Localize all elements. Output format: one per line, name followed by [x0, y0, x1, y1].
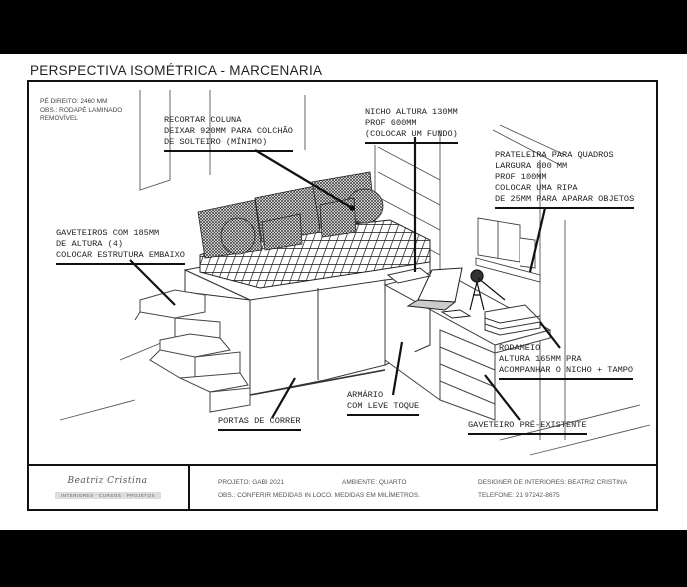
logo-tagline: INTERIORES · CURSOS · PROJETOS — [55, 492, 161, 499]
callout-recortar-coluna: RECORTAR COLUNA DEIXAR 920MM PARA COLCHÃ… — [164, 115, 293, 152]
note-baseboard: OBS.: RODAPÉ LAMINADO — [40, 106, 123, 114]
callout-prateleira: PRATELEIRA PARA QUADROS LARGURA 800 MM P… — [495, 150, 635, 209]
callout-nicho: NICHO ALTURA 130MM PROF 600MM (COLOCAR U… — [365, 107, 458, 144]
callout-line: DE 25MM PARA APARAR OBJETOS — [495, 194, 635, 204]
page-title: PERSPECTIVA ISOMÉTRICA - MARCENARIA — [30, 63, 323, 78]
callout-line: ALTURA 165MM PRA — [499, 354, 582, 364]
callout-line: NICHO ALTURA 130MM — [365, 107, 458, 117]
callout-line: COLOCAR ESTRUTURA EMBAIXO — [56, 250, 185, 260]
callout-line: PROF 600MM — [365, 118, 417, 128]
title-block: Beatriz Cristina INTERIORES · CURSOS · P… — [27, 464, 658, 511]
footer-divider — [188, 466, 190, 511]
callout-line: RECORTAR COLUNA — [164, 115, 242, 125]
callout-line: GAVETEIRO PRÉ-EXISTENTE — [468, 420, 587, 430]
callout-line: (COLOCAR UM FUNDO) — [365, 129, 458, 139]
general-notes: PÉ DIREITO: 2460 MM OBS.: RODAPÉ LAMINAD… — [40, 98, 122, 124]
callout-line: COM LEVE TOQUE — [347, 401, 420, 411]
callout-line: ARMÁRIO — [347, 390, 384, 400]
callout-line: COLOCAR UMA RIPA — [495, 183, 578, 193]
callout-rodameio: RODAMEIO ALTURA 165MM PRA ACOMPANHAR O N… — [499, 343, 634, 380]
callout-line: PRATELEIRA PARA QUADROS — [495, 150, 614, 160]
observation: OBS.: CONFERIR MEDIDAS IN LOCO. MEDIDAS … — [218, 492, 420, 499]
callout-line: DE SOLTEIRO (MÍNIMO) — [164, 137, 268, 147]
callout-gaveteiros: GAVETEIROS COM 185MM DE ALTURA (4) COLOC… — [56, 228, 185, 265]
note-ceiling-height: PÉ DIREITO: 2460 MM — [40, 98, 108, 105]
room-name: AMBIENTE: QUARTO — [342, 479, 407, 486]
designer-name: DESIGNER DE INTERIORES: BEATRIZ CRISTINA — [478, 479, 628, 486]
designer-logo: Beatriz Cristina INTERIORES · CURSOS · P… — [27, 466, 188, 511]
callout-armario: ARMÁRIO COM LEVE TOQUE — [347, 390, 420, 416]
phone-number: TELEFONE: 21 97242-8675 — [478, 492, 560, 499]
project-name: PROJETO: GABI 2021 — [218, 479, 284, 486]
callout-line: DEIXAR 920MM PARA COLCHÃO — [164, 126, 293, 136]
callout-line: PROF 100MM — [495, 172, 547, 182]
drawing-frame — [27, 80, 658, 511]
callout-line: RODAMEIO — [499, 343, 541, 353]
callout-portas-de-correr: PORTAS DE CORRER — [218, 416, 301, 431]
callout-line: DE ALTURA (4) — [56, 239, 124, 249]
callout-gaveteiro-pre-existente: GAVETEIRO PRÉ-EXISTENTE — [468, 420, 587, 435]
callout-line: GAVETEIROS COM 185MM — [56, 228, 160, 238]
note-removable: REMOVÍVEL — [40, 115, 78, 122]
callout-line: ACOMPANHAR O NICHO + TAMPO — [499, 365, 634, 375]
logo-signature: Beatriz Cristina — [67, 476, 148, 486]
callout-line: LARGURA 800 MM — [495, 161, 568, 171]
callout-line: PORTAS DE CORRER — [218, 416, 301, 426]
